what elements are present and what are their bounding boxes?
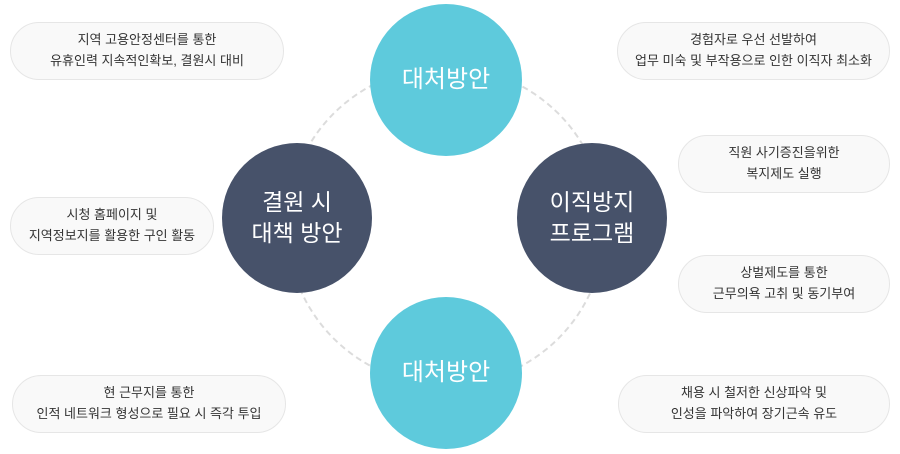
note-line: 경험자로 우선 선발하여 xyxy=(690,32,817,48)
right-circle-retention-program: 이직방지 프로그램 xyxy=(517,143,667,293)
top-circle-alternative-plan: 대처방안 xyxy=(370,4,522,156)
note-line: 채용 시 철저한 신상파악 및 xyxy=(680,385,827,401)
note-line: 복지제도 실행 xyxy=(746,166,822,181)
note-bottom-left: 현 근무지를 통한 인적 네트워크 형성으로 필요 시 즉각 투입 xyxy=(12,375,286,433)
note-right-3: 상벌제도를 통한 근무의욕 고취 및 동기부여 xyxy=(678,255,890,313)
note-line: 상벌제도를 통한 xyxy=(740,265,828,281)
note-line: 유휴인력 지속적인확보, 결원시 대비 xyxy=(50,53,244,68)
note-bottom-right: 채용 시 철저한 신상파악 및 인성을 파악하여 장기근속 유도 xyxy=(618,375,890,433)
note-line: 인성을 파악하여 장기근속 유도 xyxy=(670,406,838,421)
note-line: 지역정보지를 활용한 구인 활동 xyxy=(28,228,196,243)
note-line: 근무의욕 고취 및 동기부여 xyxy=(712,286,856,301)
note-top-left: 지역 고용안정센터를 통한 유휴인력 지속적인확보, 결원시 대비 xyxy=(10,22,284,80)
note-line: 지역 고용안정센터를 통한 xyxy=(77,32,217,48)
note-line: 업무 미숙 및 부작용으로 인한 이직자 최소화 xyxy=(635,53,872,68)
bottom-circle-alternative-plan: 대처방안 xyxy=(370,297,522,449)
left-circle-vacancy-plan: 결원 시 대책 방안 xyxy=(222,143,372,293)
note-top-right: 경험자로 우선 선발하여 업무 미숙 및 부작용으로 인한 이직자 최소화 xyxy=(617,22,890,80)
note-mid-left: 시청 홈페이지 및 지역정보지를 활용한 구인 활동 xyxy=(10,197,214,255)
note-line: 현 근무지를 통한 xyxy=(103,385,195,401)
note-right-2: 직원 사기증진을위한 복지제도 실행 xyxy=(678,135,890,193)
note-line: 시청 홈페이지 및 xyxy=(66,207,158,223)
note-line: 인적 네트워크 형성으로 필요 시 즉각 투입 xyxy=(36,406,262,421)
note-line: 직원 사기증진을위한 xyxy=(728,145,840,161)
